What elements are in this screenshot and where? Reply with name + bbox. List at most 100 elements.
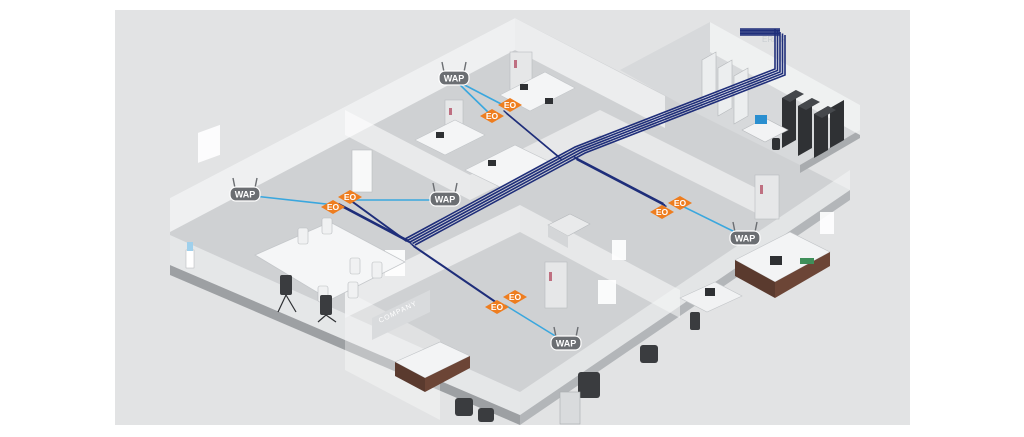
chair	[690, 312, 700, 330]
eo-label: EO	[486, 111, 499, 121]
wap-antenna	[254, 177, 258, 189]
chair	[455, 398, 473, 416]
book	[514, 60, 517, 68]
eo-diamond	[668, 196, 692, 210]
backbone-cable	[412, 33, 784, 245]
wap-antenna	[441, 61, 445, 73]
chair	[347, 281, 359, 299]
shelf-unit	[754, 174, 780, 220]
rack	[733, 67, 749, 125]
eo-outlet: EO	[485, 300, 509, 314]
backbone-cable	[409, 32, 781, 243]
window	[820, 212, 834, 234]
window	[198, 124, 220, 163]
server-chair	[772, 138, 780, 150]
chair-leg	[317, 314, 327, 323]
server-back-wall	[710, 22, 860, 135]
monitor	[520, 84, 528, 90]
eo-label: EO	[656, 207, 669, 217]
eo-label: EO	[491, 302, 504, 312]
partition-wall-1	[345, 110, 470, 200]
chair-leg	[285, 294, 297, 313]
office-chairs	[280, 275, 700, 422]
water-cooler	[185, 249, 195, 269]
water-bottle	[187, 242, 193, 251]
wap-link	[454, 79, 491, 115]
eo-diamond	[650, 205, 674, 219]
wap-body	[729, 230, 761, 246]
eo-outlet: EO	[480, 109, 504, 123]
chair-leg	[325, 314, 337, 323]
backbone-cable	[414, 35, 786, 246]
wap-antenna	[754, 221, 758, 233]
wap-access-point: WAP	[729, 221, 761, 246]
chair-bases	[277, 294, 337, 323]
rack	[830, 100, 844, 148]
wap-body	[229, 186, 261, 202]
wap-label: WAP	[735, 234, 756, 244]
rack-face	[814, 106, 836, 118]
eo-diamond	[480, 109, 504, 123]
eo-diamond	[498, 98, 522, 112]
backbone-cables	[338, 28, 786, 308]
server-racks-dark	[782, 90, 844, 158]
reception-desk-right-side	[775, 252, 830, 298]
branch-cable	[413, 245, 502, 308]
furniture: COMPANY	[185, 51, 831, 425]
shelf-unit	[544, 261, 568, 309]
eo-outlet: EO	[650, 205, 674, 219]
eo-label: EO	[674, 198, 687, 208]
book	[449, 108, 452, 115]
server-room: ER/TR	[701, 35, 844, 158]
eo-outlet: EO	[338, 190, 362, 204]
monitor	[488, 160, 496, 166]
chair	[320, 295, 332, 315]
partition-wall-4	[345, 205, 520, 318]
branch-cable	[351, 200, 407, 243]
server-racks-dark-faces	[782, 90, 836, 118]
wap-body	[429, 191, 461, 207]
backbone-cable	[404, 29, 776, 240]
chair-leg	[277, 294, 287, 313]
branch-cable	[506, 113, 562, 160]
wap-label: WAP	[556, 339, 577, 349]
chair	[297, 227, 309, 245]
book	[760, 185, 763, 194]
book	[549, 272, 552, 281]
monitor	[770, 256, 782, 265]
company-sign-panel	[372, 290, 430, 340]
green-pad	[800, 258, 814, 264]
window	[612, 240, 626, 260]
chair	[478, 408, 494, 422]
rack-face	[782, 90, 804, 102]
back-wall-right	[515, 18, 665, 128]
wap-access-point: WAP	[429, 182, 461, 207]
rack	[798, 98, 812, 156]
cubicle-monitors	[436, 84, 553, 166]
wap-access-point: WAP	[438, 61, 470, 86]
branch-cable	[576, 158, 667, 208]
chair	[640, 345, 658, 363]
wap-body	[550, 335, 582, 351]
eo-outlet: EO	[668, 196, 692, 210]
chair	[349, 257, 361, 275]
cubicle	[464, 144, 551, 188]
copier-front	[548, 225, 568, 248]
door	[351, 149, 373, 193]
chair	[578, 372, 600, 398]
eo-outlet: EO	[498, 98, 522, 112]
chair	[321, 217, 333, 235]
rack-face	[798, 98, 820, 110]
wap-label: WAP	[435, 195, 456, 205]
room-tag: ER/TR	[762, 35, 786, 44]
reception-desk-left-front	[395, 362, 425, 392]
eo-diamond	[321, 200, 345, 214]
server-room-edge	[800, 130, 860, 173]
chair	[280, 275, 292, 295]
cubicle	[414, 119, 486, 156]
eo-label: EO	[504, 100, 517, 110]
door	[559, 391, 581, 425]
wap-antenna	[463, 61, 467, 73]
server-monitor	[755, 115, 767, 124]
